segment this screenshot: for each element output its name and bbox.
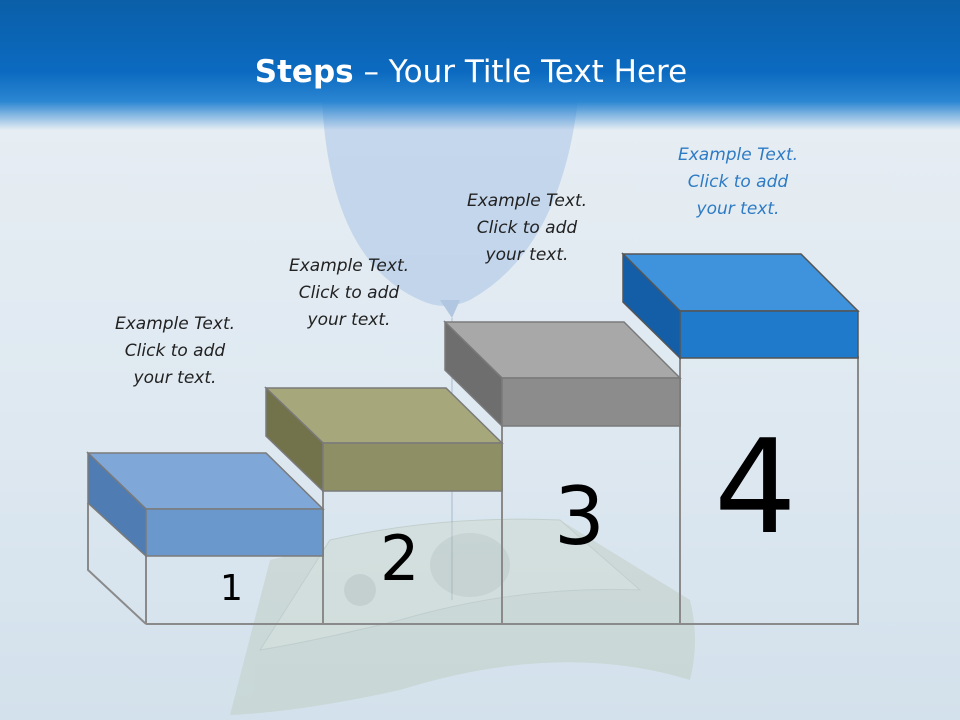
caption-line: Example Text. bbox=[114, 314, 236, 334]
step-4-caption[interactable]: Example Text. Click to add your text. bbox=[643, 142, 833, 223]
step-1-number: 1 bbox=[220, 568, 243, 609]
banknotes-illustration bbox=[230, 518, 695, 715]
title-bold: Steps bbox=[254, 54, 354, 90]
step-outlines bbox=[87, 356, 859, 625]
caption-line: Click to add bbox=[476, 218, 578, 238]
caption-line: your text. bbox=[307, 310, 391, 330]
step-1-caption[interactable]: Example Text. Click to add your text. bbox=[80, 311, 270, 392]
step-3-caption[interactable]: Example Text. Click to add your text. bbox=[432, 188, 622, 269]
step-2-caption[interactable]: Example Text. Click to add your text. bbox=[254, 253, 444, 334]
caption-line: your text. bbox=[133, 368, 217, 388]
caption-line: Click to add bbox=[124, 341, 226, 361]
caption-line: your text. bbox=[485, 245, 569, 265]
step-2-number: 2 bbox=[380, 522, 420, 595]
caption-line: Click to add bbox=[298, 283, 400, 303]
caption-line: your text. bbox=[696, 199, 780, 219]
step-2-block[interactable] bbox=[264, 386, 504, 493]
step-4-number: 4 bbox=[714, 411, 797, 563]
caption-line: Example Text. bbox=[466, 191, 588, 211]
title-rest: – Your Title Text Here bbox=[353, 54, 688, 90]
slide-title[interactable]: Steps – Your Title Text Here bbox=[0, 54, 942, 90]
caption-line: Example Text. bbox=[288, 256, 410, 276]
caption-line: Click to add bbox=[687, 172, 789, 192]
step-4-block[interactable] bbox=[621, 252, 860, 360]
title-bar bbox=[0, 0, 960, 130]
step-1-block[interactable] bbox=[86, 451, 325, 558]
step-3-number: 3 bbox=[554, 470, 605, 563]
step-3-block[interactable] bbox=[443, 320, 682, 428]
caption-line: Example Text. bbox=[677, 145, 799, 165]
